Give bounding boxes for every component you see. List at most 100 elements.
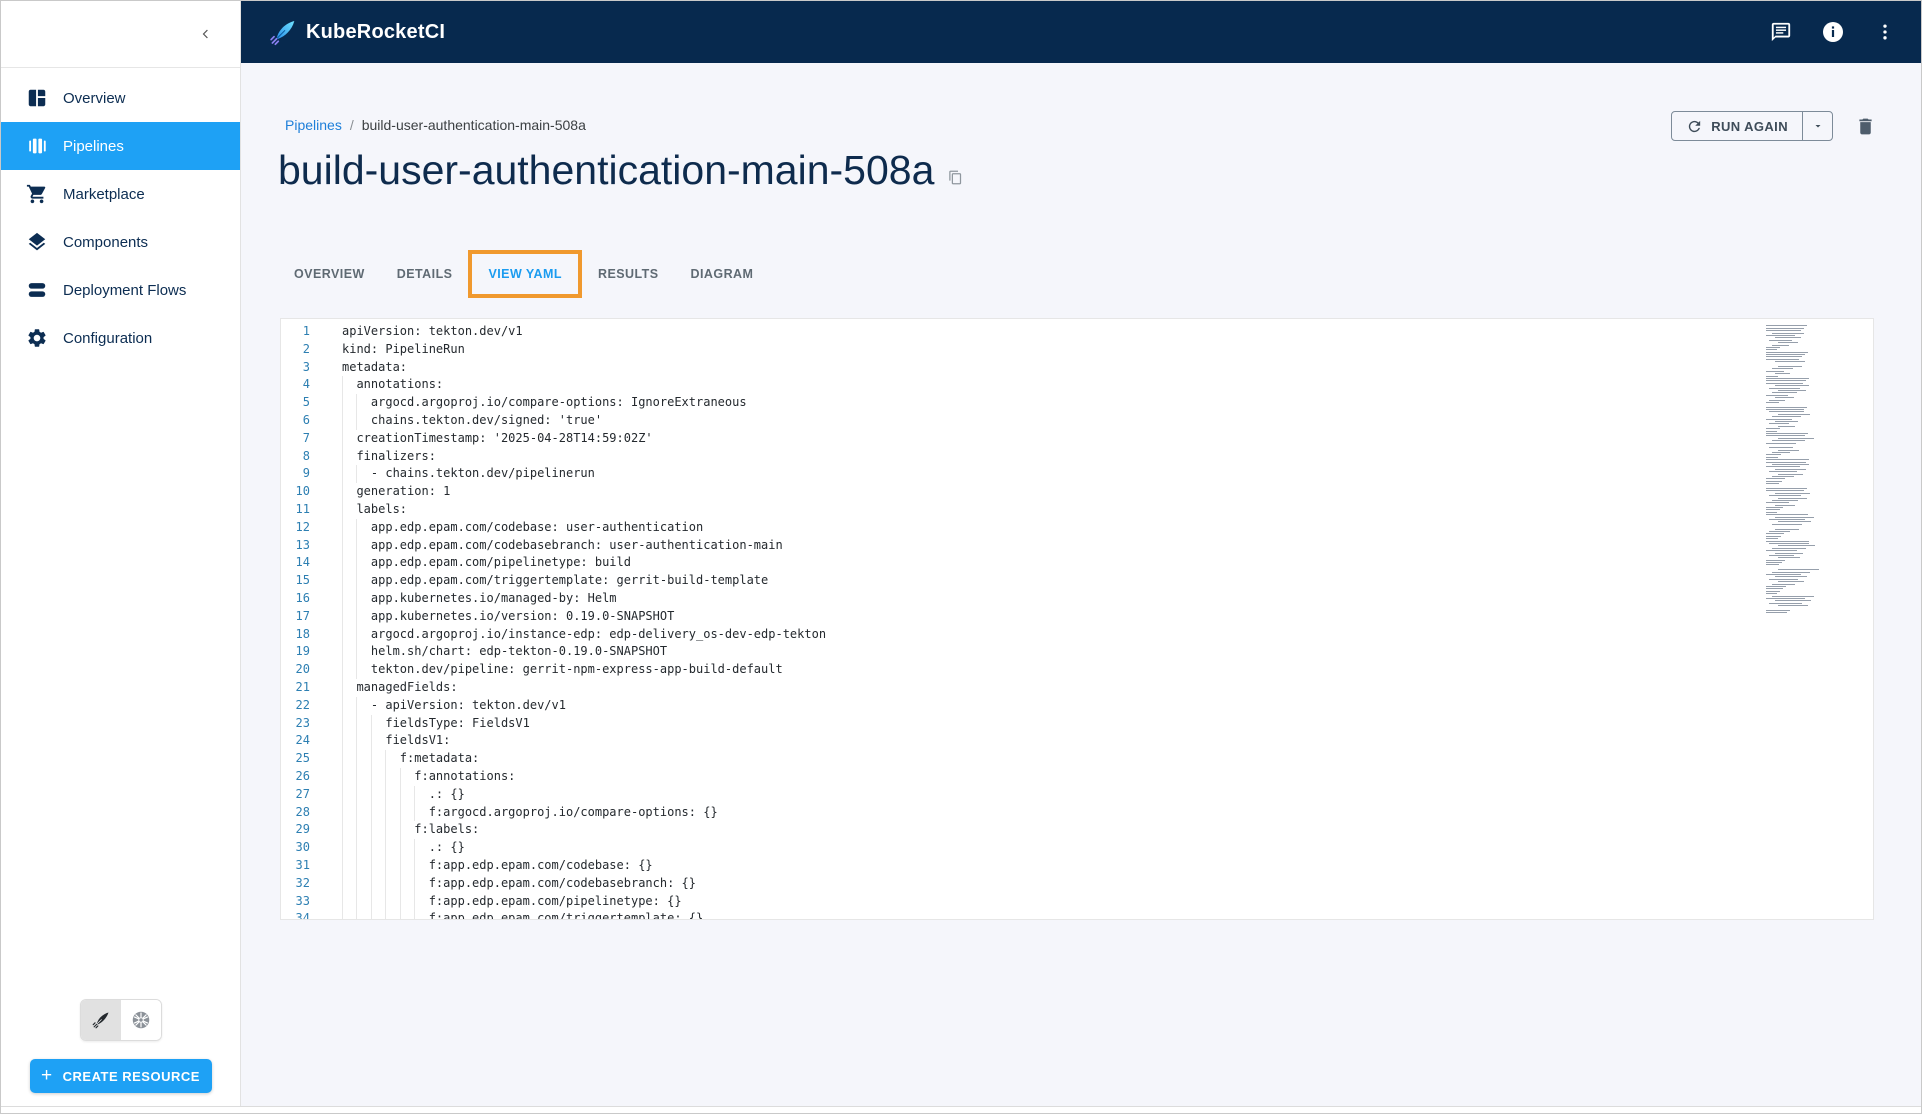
sidebar-item-label: Pipelines bbox=[63, 137, 124, 155]
tab-diagram[interactable]: DIAGRAM bbox=[690, 267, 754, 281]
copy-name-button[interactable] bbox=[948, 170, 963, 185]
indent-guide bbox=[342, 839, 343, 857]
delete-pipelinerun-button[interactable] bbox=[1855, 116, 1876, 137]
line-number: 32 bbox=[295, 875, 310, 890]
breadcrumb-current: build-user-authentication-main-508a bbox=[361, 117, 586, 133]
indent-guide bbox=[342, 856, 343, 875]
code-line[interactable]: 6 chains.tekton.dev/signed: 'true' bbox=[281, 411, 1873, 430]
run-again-button[interactable]: RUN AGAIN bbox=[1672, 112, 1802, 140]
sidebar-item-configuration[interactable]: Configuration bbox=[1, 314, 240, 362]
code-line[interactable]: 28 f:argocd.argoproj.io/compare-options:… bbox=[281, 803, 1873, 822]
kubernetes-view-toggle[interactable] bbox=[120, 1000, 161, 1040]
more-menu-button[interactable] bbox=[1873, 20, 1897, 44]
code-line[interactable]: 10 generation: 1 bbox=[281, 483, 1873, 501]
sidebar-item-components[interactable]: Components bbox=[1, 218, 240, 266]
indent-guide bbox=[342, 732, 343, 751]
line-number: 11 bbox=[295, 501, 310, 516]
view-mode-toggle bbox=[79, 999, 162, 1041]
copy-icon bbox=[949, 170, 962, 185]
indent-guide bbox=[414, 856, 416, 875]
code-line[interactable]: 22 - apiVersion: tekton.dev/v1 bbox=[281, 696, 1873, 715]
indent-guide bbox=[399, 874, 401, 893]
sidebar-item-overview[interactable]: Overview bbox=[1, 74, 240, 122]
line-text: - apiVersion: tekton.dev/v1 bbox=[342, 696, 566, 715]
code-line[interactable]: 31 f:app.edp.epam.com/codebase: {} bbox=[281, 856, 1873, 875]
code-line[interactable]: 27 .: {} bbox=[281, 785, 1873, 804]
code-line[interactable]: 13 app.edp.epam.com/codebasebranch: user… bbox=[281, 536, 1873, 555]
code-line[interactable]: 12 app.edp.epam.com/codebase: user-authe… bbox=[281, 518, 1873, 537]
code-line[interactable]: 21 managedFields: bbox=[281, 678, 1873, 697]
breadcrumb-pipelines-link[interactable]: Pipelines bbox=[285, 117, 342, 133]
line-number: 21 bbox=[295, 679, 310, 694]
breadcrumb-separator: / bbox=[349, 117, 354, 133]
code-line[interactable]: 15 app.edp.epam.com/triggertemplate: ger… bbox=[281, 572, 1873, 590]
code-line[interactable]: 7 creationTimestamp: '2025-04-28T14:59:0… bbox=[281, 429, 1873, 448]
run-again-options-button[interactable] bbox=[1802, 112, 1832, 140]
indent-guide bbox=[342, 394, 343, 412]
tab-details[interactable]: DETAILS bbox=[396, 267, 453, 281]
indent-guide bbox=[370, 767, 372, 786]
code-line[interactable]: 34 f:app.edp.epam.com/triggertemplate: {… bbox=[281, 910, 1873, 919]
indent-guide bbox=[356, 411, 358, 430]
create-resource-button[interactable]: + CREATE RESOURCE bbox=[29, 1059, 212, 1093]
indent-guide bbox=[356, 554, 358, 573]
code-line[interactable]: 30 .: {} bbox=[281, 839, 1873, 857]
code-line[interactable]: 20 tekton.dev/pipeline: gerrit-npm-expre… bbox=[281, 661, 1873, 679]
line-text: app.edp.epam.com/triggertemplate: gerrit… bbox=[342, 572, 768, 590]
code-line[interactable]: 16 app.kubernetes.io/managed-by: Helm bbox=[281, 589, 1873, 608]
collapse-sidebar-button[interactable] bbox=[198, 27, 212, 41]
indent-guide bbox=[342, 500, 343, 519]
code-line[interactable]: 17 app.kubernetes.io/version: 0.19.0-SNA… bbox=[281, 607, 1873, 626]
sidebar-item-label: Configuration bbox=[63, 329, 153, 347]
kuberocketci-view-toggle[interactable] bbox=[80, 1000, 121, 1040]
line-number: 25 bbox=[295, 751, 310, 766]
tab-overview[interactable]: OVERVIEW bbox=[294, 267, 365, 281]
sidebar-item-pipelines[interactable]: Pipelines bbox=[1, 122, 240, 170]
line-text: f:app.edp.epam.com/pipelinetype: {} bbox=[342, 892, 682, 911]
editor-minimap[interactable] bbox=[1766, 323, 1819, 615]
line-number: 7 bbox=[302, 430, 310, 445]
indent-guide bbox=[342, 785, 343, 804]
feedback-chat-button[interactable] bbox=[1769, 20, 1793, 44]
code-line[interactable]: 23 fieldsType: FieldsV1 bbox=[281, 714, 1873, 733]
code-line[interactable]: 24 fieldsV1: bbox=[281, 732, 1873, 751]
indent-guide bbox=[356, 536, 358, 555]
code-line[interactable]: 11 labels: bbox=[281, 500, 1873, 519]
sidebar-item-marketplace[interactable]: Marketplace bbox=[1, 170, 240, 218]
indent-guide bbox=[385, 874, 387, 893]
code-line[interactable]: 32 f:app.edp.epam.com/codebasebranch: {} bbox=[281, 874, 1873, 893]
indent-guide bbox=[370, 910, 372, 919]
code-line[interactable]: 25 f:metadata: bbox=[281, 750, 1873, 768]
sidebar-item-deployment-flows[interactable]: Deployment Flows bbox=[1, 266, 240, 314]
line-number: 20 bbox=[295, 662, 310, 677]
code-line[interactable]: 4 annotations: bbox=[281, 376, 1873, 395]
tab-results[interactable]: RESULTS bbox=[597, 267, 659, 281]
indent-guide bbox=[342, 589, 343, 608]
code-line[interactable]: 14 app.edp.epam.com/pipelinetype: build bbox=[281, 554, 1873, 573]
code-line[interactable]: 8 finalizers: bbox=[281, 447, 1873, 466]
page-actions: RUN AGAIN bbox=[1671, 111, 1876, 141]
indent-guide bbox=[370, 714, 372, 733]
code-line[interactable]: 26 f:annotations: bbox=[281, 767, 1873, 786]
indent-guide bbox=[356, 767, 358, 786]
indent-guide bbox=[385, 821, 387, 840]
code-line[interactable]: 19 helm.sh/chart: edp-tekton-0.19.0-SNAP… bbox=[281, 643, 1873, 662]
line-text: f:labels: bbox=[342, 821, 479, 840]
indent-guide bbox=[356, 465, 358, 484]
code-line[interactable]: 9 - chains.tekton.dev/pipelinerun bbox=[281, 465, 1873, 484]
code-line[interactable]: 18 argocd.argoproj.io/instance-edp: edp-… bbox=[281, 625, 1873, 644]
code-line[interactable]: 5 argocd.argoproj.io/compare-options: Ig… bbox=[281, 394, 1873, 412]
tab-view-yaml[interactable]: VIEW YAML bbox=[488, 267, 562, 281]
indent-guide bbox=[342, 803, 343, 822]
app-bar: KubeRocketCI bbox=[241, 1, 1921, 63]
code-line[interactable]: 29 f:labels: bbox=[281, 821, 1873, 840]
code-line[interactable]: 33 f:app.edp.epam.com/pipelinetype: {} bbox=[281, 892, 1873, 911]
indent-guide bbox=[356, 643, 358, 662]
info-button[interactable] bbox=[1821, 20, 1845, 44]
line-number: 2 bbox=[302, 341, 310, 356]
indent-guide bbox=[414, 785, 416, 804]
